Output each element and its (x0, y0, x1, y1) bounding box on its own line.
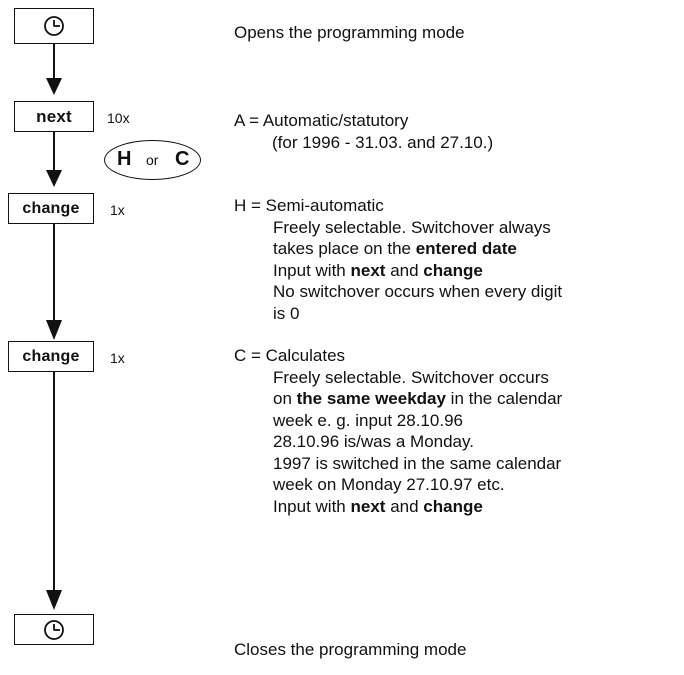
next-button[interactable]: next (14, 101, 94, 132)
option-a-detail: (for 1996 - 31.03. and 27.10.) (272, 132, 494, 152)
mode-choice-oval: H or C (104, 140, 201, 180)
option-h-line: is 0 (273, 303, 300, 323)
option-c-description: C = Calculates Freely selectable. Switch… (234, 345, 562, 517)
option-a-description: A = Automatic/statutory (for 1996 - 31.0… (234, 110, 493, 153)
option-c-line: Input with next and change (273, 496, 483, 516)
option-h-description: H = Semi-automatic Freely selectable. Sw… (234, 195, 562, 324)
option-c-line: 28.10.96 is/was a Monday. (273, 432, 474, 451)
close-description: Closes the programming mode (234, 640, 467, 659)
option-h-title: H = Semi-automatic (234, 196, 384, 215)
option-c-title: C = Calculates (234, 346, 346, 365)
change-button-label: change (22, 199, 80, 217)
option-c-line: Freely selectable. Switchover occurs (273, 367, 549, 387)
option-a-title: A = Automatic/statutory (234, 111, 409, 130)
option-c-line: week e. g. input 28.10.96 (273, 410, 463, 430)
clock-button-open[interactable] (14, 8, 94, 44)
option-c-line: week on Monday 27.10.97 etc. (273, 475, 505, 494)
clock-icon (44, 16, 64, 36)
option-h: H (117, 148, 132, 170)
option-c: C (175, 148, 190, 170)
option-c-line: 1997 is switched in the same calendar (273, 453, 562, 473)
clock-icon (44, 619, 64, 640)
change-button-label: change (22, 347, 80, 365)
change-button-1[interactable]: change (8, 193, 94, 224)
next-button-label: next (36, 106, 72, 126)
change-2-count: 1x (110, 350, 125, 366)
option-c-line: on the same weekday in the calendar (273, 389, 563, 408)
change-1-count: 1x (110, 202, 125, 218)
option-h-line: Input with next and change (273, 260, 483, 280)
next-count: 10x (107, 110, 130, 126)
option-h-line: No switchover occurs when every digit (273, 282, 563, 301)
open-description: Opens the programming mode (234, 23, 465, 42)
clock-button-close[interactable] (14, 614, 94, 645)
or-label: or (146, 152, 159, 168)
option-h-line: takes place on the entered date (273, 239, 517, 258)
option-h-line: Freely selectable. Switchover always (273, 217, 551, 237)
change-button-2[interactable]: change (8, 341, 94, 372)
